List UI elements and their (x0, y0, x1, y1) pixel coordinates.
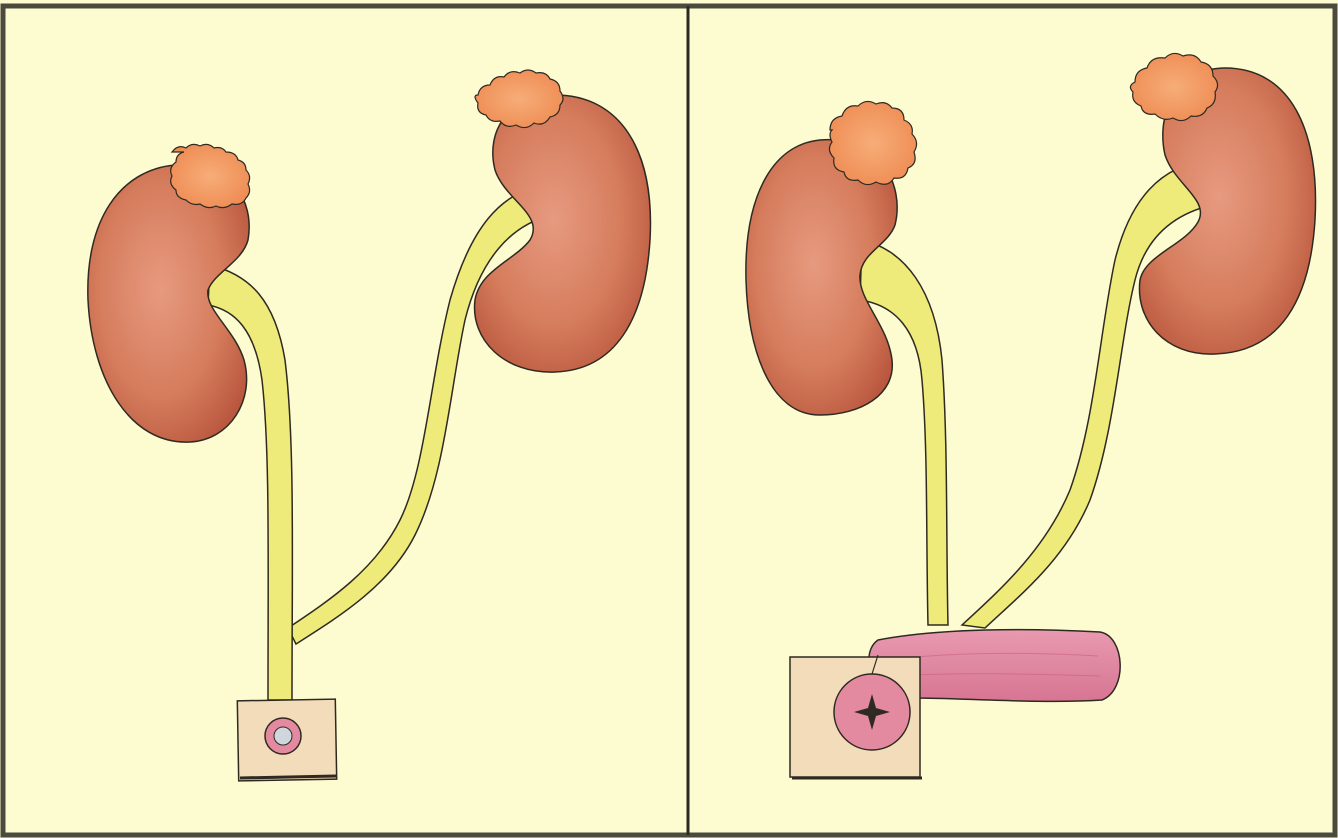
left-panel-stoma (237, 699, 336, 781)
left-panel-stoma-lumen (274, 727, 292, 745)
right-panel-left-adrenal (829, 101, 916, 184)
right-panel-stoma (790, 655, 922, 778)
left-panel-stoma-plate-edge (240, 776, 336, 778)
